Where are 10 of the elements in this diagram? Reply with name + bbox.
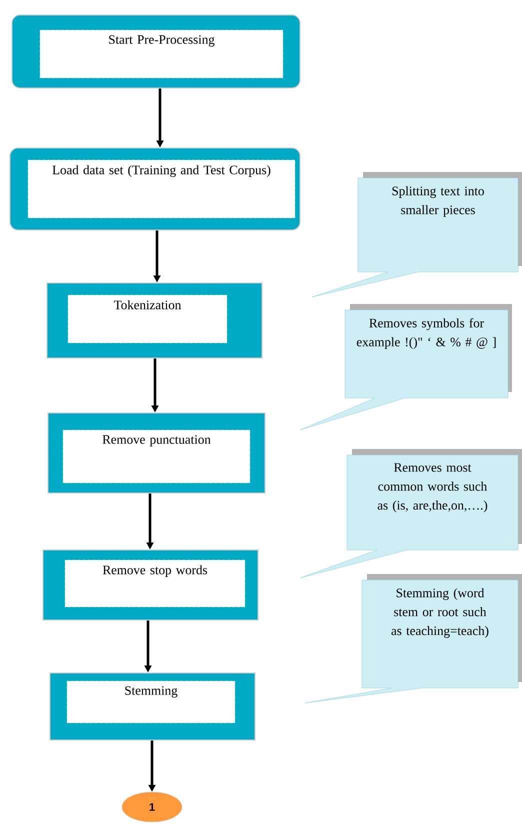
process-box: Stemming: [50, 672, 256, 740]
process-box: Tokenization: [46, 282, 262, 358]
process-box: Load data set (Training and Test Corpus): [10, 148, 300, 230]
process-box: Remove stop words: [42, 550, 258, 620]
process-box: Remove punctuation: [48, 412, 266, 494]
process-box: Start Pre-Processing: [12, 14, 300, 88]
callout: Splitting text into smaller pieces: [312, 172, 522, 298]
callout: Removes most common words such as (is, are,the,on,….): [300, 449, 522, 578]
callout: Stemming (word stem or root such as teaching=teach): [304, 574, 522, 704]
callout: Removes symbols for example !()" ‘ & % # @ ]: [300, 304, 512, 430]
